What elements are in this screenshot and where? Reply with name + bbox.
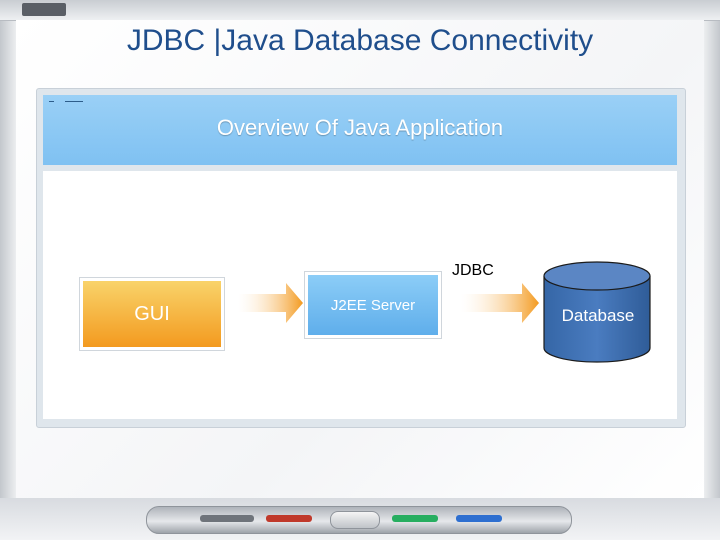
slide-header-band: Overview Of Java Application bbox=[43, 95, 677, 165]
pen-red-icon[interactable] bbox=[266, 515, 312, 522]
board-frame-right bbox=[704, 0, 720, 540]
slide-title: Overview Of Java Application bbox=[216, 115, 504, 140]
pen-slot-black[interactable] bbox=[200, 515, 254, 522]
jdbc-edge-label: JDBC bbox=[452, 262, 494, 279]
page-title: JDBC |Java Database Connectivity bbox=[126, 24, 594, 57]
j2ee-server-node: J2EE Server bbox=[305, 272, 441, 338]
header-tick bbox=[65, 101, 83, 102]
gui-node: GUI bbox=[80, 278, 224, 350]
arrow-gui-to-server bbox=[238, 283, 303, 323]
pen-green-icon[interactable] bbox=[392, 515, 438, 522]
arrow-server-to-database bbox=[461, 283, 539, 323]
pen-blue-icon[interactable] bbox=[456, 515, 502, 522]
header-tick bbox=[49, 101, 54, 102]
database-node-label: Database bbox=[561, 306, 635, 325]
board-frame-left bbox=[0, 0, 16, 540]
board-logo bbox=[22, 3, 66, 16]
database-cylinder bbox=[543, 261, 651, 363]
eraser-icon[interactable] bbox=[330, 511, 380, 529]
diagram-slide: Overview Of Java Application bbox=[36, 88, 686, 428]
